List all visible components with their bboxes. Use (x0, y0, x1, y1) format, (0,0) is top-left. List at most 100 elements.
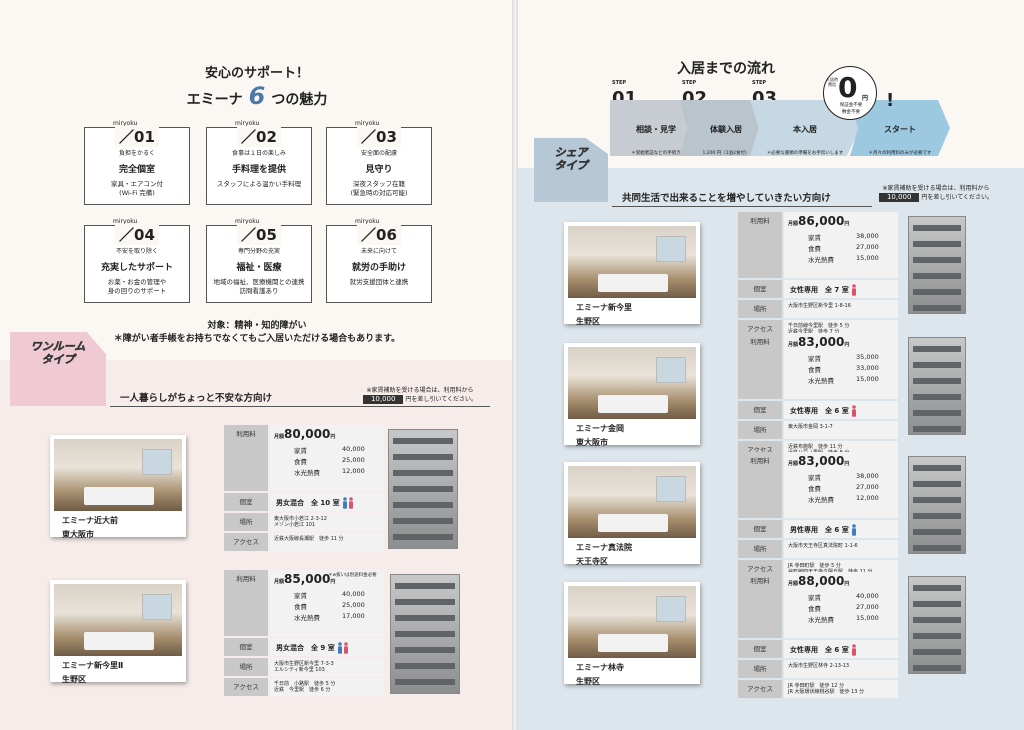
listing-name: エミーナ新今里Ⅱ (62, 661, 124, 670)
oneroom-type-badge: ワンルームタイプ (10, 332, 106, 406)
place-values (784, 421, 898, 439)
room-photo: エミーナ新今里 生野区 (564, 222, 700, 326)
listing-price: 月額88,000円 (788, 574, 850, 588)
util-value: 15,000 (856, 254, 879, 262)
feature-caption: 専門分野の充実 (237, 248, 280, 255)
fee-values (784, 333, 898, 399)
feature-caption: 未来に向けて (360, 248, 397, 255)
listing-price: 月額85,000円 (274, 572, 336, 586)
room-image (568, 347, 696, 419)
room-image (54, 584, 182, 656)
feature-tag: miryoku (353, 218, 382, 225)
gender-rooms: 女性専用 全 6 室 (790, 405, 857, 417)
rent-label: 家賃 (808, 234, 821, 242)
room-photo: エミーナ金岡 東大阪市 (564, 343, 700, 447)
step-title: 本入居 (793, 125, 817, 134)
male-icon (852, 524, 857, 536)
feature-tag: miryoku (233, 218, 262, 225)
room-label: 個室 (738, 640, 782, 658)
rent-label: 家賃 (294, 592, 307, 600)
step-label: STEP (682, 80, 697, 86)
female-icon (852, 644, 857, 656)
food-label: 食費 (808, 366, 821, 374)
share-category-title: 共同生活で出来ることを増やしていきたい方向け (622, 193, 831, 204)
feature-card-05: miryoku ／05 専門分野の充実 福祉・医療 地域の福祉、医療機関との連携… (206, 218, 312, 303)
access-values (270, 678, 384, 696)
place-label: 場所 (224, 658, 268, 676)
listing-price: 月額86,000円 (788, 214, 850, 228)
step-desc: 1,200 円（1泊2食付） (702, 151, 750, 156)
listing-name: エミーナ真法院 (576, 543, 632, 552)
feature-tag: miryoku (111, 120, 140, 127)
place-values (270, 658, 384, 676)
feature-number: ／02 (237, 126, 281, 147)
util-label: 水光熱費 (294, 469, 320, 477)
feature-caption: 安全面の配慮 (360, 150, 397, 157)
listing-name: エミーナ林寺 (576, 663, 624, 672)
feature-title: 手料理を提供 (231, 165, 286, 175)
food-label: 食費 (808, 605, 821, 613)
fee-label: 利用料 (224, 425, 268, 491)
room-label: 個室 (224, 493, 268, 511)
access-info: 千日前 小路駅 徒歩 5 分近鉄 今里駅 徒歩 6 分 (274, 681, 336, 693)
listing-area: 天王寺区 (576, 557, 608, 566)
fee-label: 利用料 (738, 572, 782, 638)
room-photo: エミーナ近大前 東大阪市 (50, 435, 186, 539)
feature-desc: スタッフによる温かい手料理 (216, 180, 302, 188)
step-desc: ＊月々の利用料のみが必要です (868, 151, 932, 156)
food-label: 食費 (808, 485, 821, 493)
access-label: アクセス (224, 678, 268, 696)
fee-label: 利用料 (224, 570, 268, 636)
food-value: 27,000 (856, 483, 879, 491)
access-label: アクセス (738, 680, 782, 698)
util-label: 水光熱費 (808, 616, 834, 624)
util-value: 12,000 (342, 467, 365, 475)
util-value: 15,000 (856, 614, 879, 622)
feature-desc: 家具・エアコン付(Wi-Fi 完備) (111, 180, 163, 197)
listing-area: 生野区 (62, 675, 86, 684)
food-value: 27,000 (856, 603, 879, 611)
gender-rooms: 男性専用 全 6 室 (790, 524, 857, 536)
feature-card-06: miryoku ／06 未来に向けて 就労の手助け 就労支援団体と連携 (326, 218, 432, 303)
address: 大阪市生野区林寺 2-13-13 (788, 663, 850, 669)
support-subtitle: 安心のサポート！ (204, 66, 309, 81)
place-label: 場所 (738, 300, 782, 318)
feature-number: ／05 (237, 224, 281, 245)
feature-number: ／04 (115, 224, 159, 245)
rent-value: 40,000 (342, 590, 365, 598)
room-values (270, 493, 384, 511)
room-image (54, 439, 182, 511)
place-values (784, 300, 898, 318)
feature-caption: 負担をかるく (118, 150, 155, 157)
food-label: 食費 (294, 458, 307, 466)
rent-value: 38,000 (856, 472, 879, 480)
step-label: STEP (612, 80, 627, 86)
place-label: 場所 (224, 513, 268, 531)
fee-label: 利用料 (738, 333, 782, 399)
step-label: STEP (752, 80, 767, 86)
access-info: 千日前線今里駅 徒歩 5 分近鉄今里駅 徒歩 7 分 (788, 323, 850, 335)
female-icon (349, 497, 354, 509)
room-image (568, 466, 696, 538)
feature-card-04: miryoku ／04 不安を取り除く 充実したサポート お薬・お金の管理や身の… (84, 218, 190, 303)
share-type-badge: シェアタイプ (534, 138, 608, 202)
share-divider (612, 206, 872, 207)
male-icon (338, 642, 343, 654)
room-photo: エミーナ林寺 生野区 (564, 582, 700, 686)
room-values (784, 280, 898, 298)
listing-name: エミーナ金岡 (576, 424, 624, 433)
listing-area: 東大阪市 (576, 438, 608, 447)
target-note: 対象：精神・知的障がい (207, 321, 307, 331)
listing-area: 東大阪市 (62, 530, 94, 539)
feature-card-03: miryoku ／03 安全面の配慮 見守り 深夜スタッフ在籍(緊急時の対応可能… (326, 120, 432, 205)
feature-card-01: miryoku ／01 負担をかるく 完全個室 家具・エアコン付(Wi-Fi 完… (84, 120, 190, 205)
util-value: 12,000 (856, 494, 879, 502)
feature-title: 福祉・医療 (236, 263, 282, 273)
